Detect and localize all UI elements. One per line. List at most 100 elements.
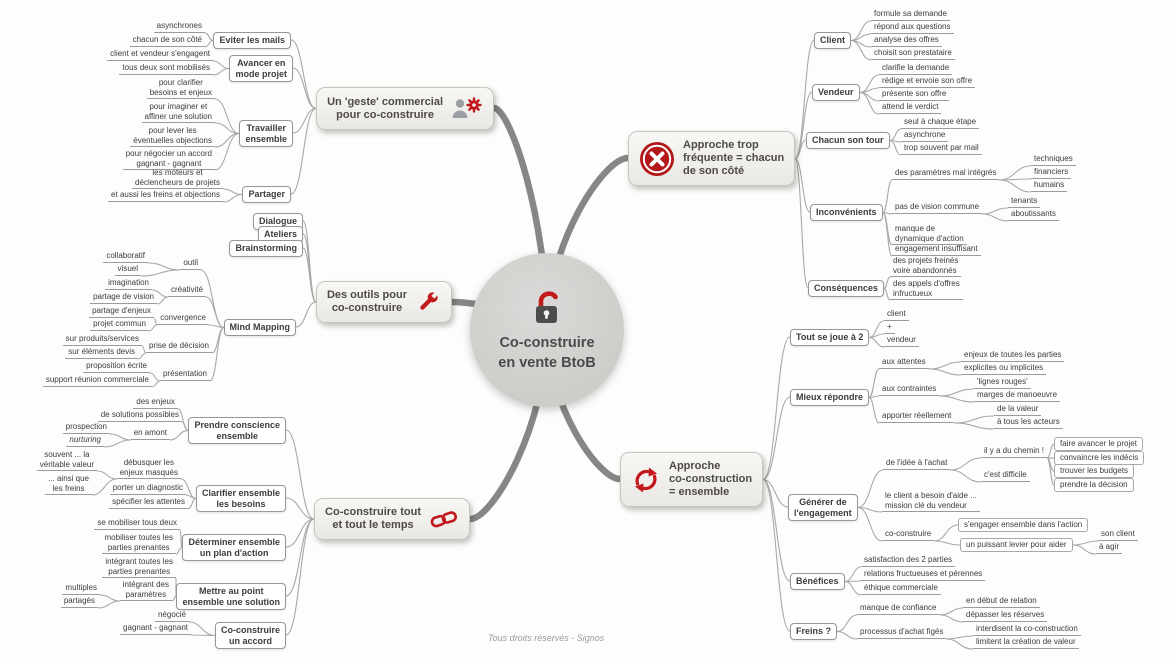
client[interactable]: Client [814, 32, 852, 49]
de-solutions-possibles[interactable]: de solutions possibles [97, 410, 182, 422]
nurturing[interactable]: nurturing [66, 435, 104, 447]
co-construire-levier[interactable]: co-construire [882, 529, 935, 541]
negocie[interactable]: négocié [154, 610, 189, 622]
enjeux-de-toutes-les-parties[interactable]: enjeux de toutes les parties [961, 350, 1065, 362]
consequences[interactable]: Conséquences [808, 280, 885, 297]
se-mobiliser-tous-deux[interactable]: se mobiliser tous deux [94, 518, 180, 530]
partager[interactable]: Partager [242, 186, 291, 203]
projet-commun[interactable]: projet commun [90, 319, 149, 331]
collaboratif[interactable]: collaboratif [103, 251, 148, 263]
repond-aux-questions[interactable]: répond aux questions [871, 22, 954, 34]
manque-de-confiance[interactable]: manque de confiance [857, 603, 940, 615]
attend-le-verdict[interactable]: attend le verdict [879, 102, 942, 114]
chacun-de-son-cote[interactable]: chacun de son côté [129, 35, 205, 47]
a-agir[interactable]: à agir [1096, 542, 1123, 554]
explicites-ou-implicites[interactable]: explicites ou implicites [961, 363, 1047, 375]
mieux-repondre[interactable]: Mieux répondre [790, 389, 870, 406]
sur-produits-services[interactable]: sur produits/services [62, 334, 142, 346]
a-tous-les-acteurs[interactable]: à tous les acteurs [994, 417, 1063, 429]
humains[interactable]: humains [1031, 180, 1068, 192]
des-enjeux[interactable]: des enjeux [133, 397, 178, 409]
support-reunion-commerciale[interactable]: support réunion commerciale [42, 375, 152, 387]
prise-de-decision[interactable]: prise de décision [145, 341, 212, 353]
aux-attentes[interactable]: aux attentes [879, 357, 929, 369]
prendre-la-decision[interactable]: prendre la décision [1054, 478, 1134, 492]
faire-avancer-le-projet[interactable]: faire avancer le projet [1054, 437, 1143, 451]
trouver-les-budgets[interactable]: trouver les budgets [1054, 464, 1135, 478]
de-la-valeur[interactable]: de la valeur [994, 404, 1042, 416]
gagnant-gagnant[interactable]: gagnant - gagnant [120, 623, 191, 635]
convergence[interactable]: convergence [157, 313, 209, 325]
central-topic[interactable]: Co-construire en vente BtoB [470, 253, 624, 407]
brainstorming[interactable]: Brainstorming [229, 240, 303, 257]
et-aussi-les-freins-et-objections[interactable]: et aussi les freins et objections [108, 190, 223, 202]
specifier-les-attentes[interactable]: spécifier les attentes [109, 497, 188, 509]
apporter-reellement[interactable]: apporter réellement [879, 411, 955, 423]
interdisent-la-co-construction[interactable]: interdisent la co-construction [973, 624, 1081, 636]
freins[interactable]: Freins ? [790, 623, 838, 640]
analyse-des-offres[interactable]: analyse des offres [871, 35, 942, 47]
imagination[interactable]: imagination [105, 278, 152, 290]
multiples[interactable]: multiples [62, 583, 100, 595]
processus-dachat-figes[interactable]: processus d'achat figés [857, 627, 947, 639]
prospection[interactable]: prospection [62, 422, 110, 434]
aux-contraintes[interactable]: aux contraintes [879, 384, 940, 396]
tsj-client[interactable]: client [884, 309, 909, 321]
lignes-rouges[interactable]: 'lignes rouges' [974, 377, 1031, 389]
trop-souvent-par-mail[interactable]: trop souvent par mail [901, 143, 982, 155]
sur-elements-devis[interactable]: sur éléments devis [65, 347, 138, 359]
creativite[interactable]: créativité [167, 285, 206, 297]
sengager-ensemble-dans-laction[interactable]: s'engager ensemble dans l'action [958, 518, 1089, 532]
presentation[interactable]: présentation [159, 369, 210, 381]
partage-denjeux[interactable]: partage d'enjeux [89, 306, 154, 318]
de-lidee-a-lachat[interactable]: de l'idée à l'achat [883, 458, 951, 470]
seul-a-chaque-etape[interactable]: seul à chaque étape [901, 117, 980, 129]
en-debut-de-relation[interactable]: en début de relation [963, 596, 1040, 608]
limitent-la-creation-de-valeur[interactable]: limitent la création de valeur [973, 637, 1079, 649]
en-amont[interactable]: en amont [130, 428, 170, 440]
visuel[interactable]: visuel [114, 264, 141, 276]
chacun-son-tour[interactable]: Chacun son tour [806, 132, 890, 149]
tous-deux-sont-mobilises[interactable]: tous deux sont mobilisés [119, 63, 213, 75]
tsj-plus[interactable]: + [884, 322, 895, 334]
pas-de-vision-commune[interactable]: pas de vision commune [892, 202, 983, 214]
vendeur[interactable]: Vendeur [812, 84, 860, 101]
relations-fructueuses-et-perennes[interactable]: relations fructueuses et pérennes [861, 569, 986, 581]
ethique-commerciale[interactable]: éthique commerciale [861, 583, 941, 595]
proposition-ecrite[interactable]: proposition écrite [83, 361, 150, 373]
asynchrone[interactable]: asynchrone [901, 130, 949, 142]
inconvenients[interactable]: Inconvénients [810, 204, 883, 221]
client-et-vendeur-sengagent[interactable]: client et vendeur s'engagent [107, 49, 213, 61]
partage-de-vision[interactable]: partage de vision [90, 292, 157, 304]
cest-difficile[interactable]: c'est difficile [981, 470, 1030, 482]
redige-et-envoie-son-offre[interactable]: rédige et envoie son offre [879, 76, 976, 88]
partages[interactable]: partagés [60, 596, 98, 608]
techniques[interactable]: techniques [1031, 154, 1076, 166]
financiers[interactable]: financiers [1031, 167, 1072, 179]
formule-sa-demande[interactable]: formule sa demande [871, 9, 950, 21]
presente-son-offre[interactable]: présente son offre [879, 89, 950, 101]
il-y-a-du-chemin[interactable]: il y a du chemin ! [981, 446, 1048, 458]
